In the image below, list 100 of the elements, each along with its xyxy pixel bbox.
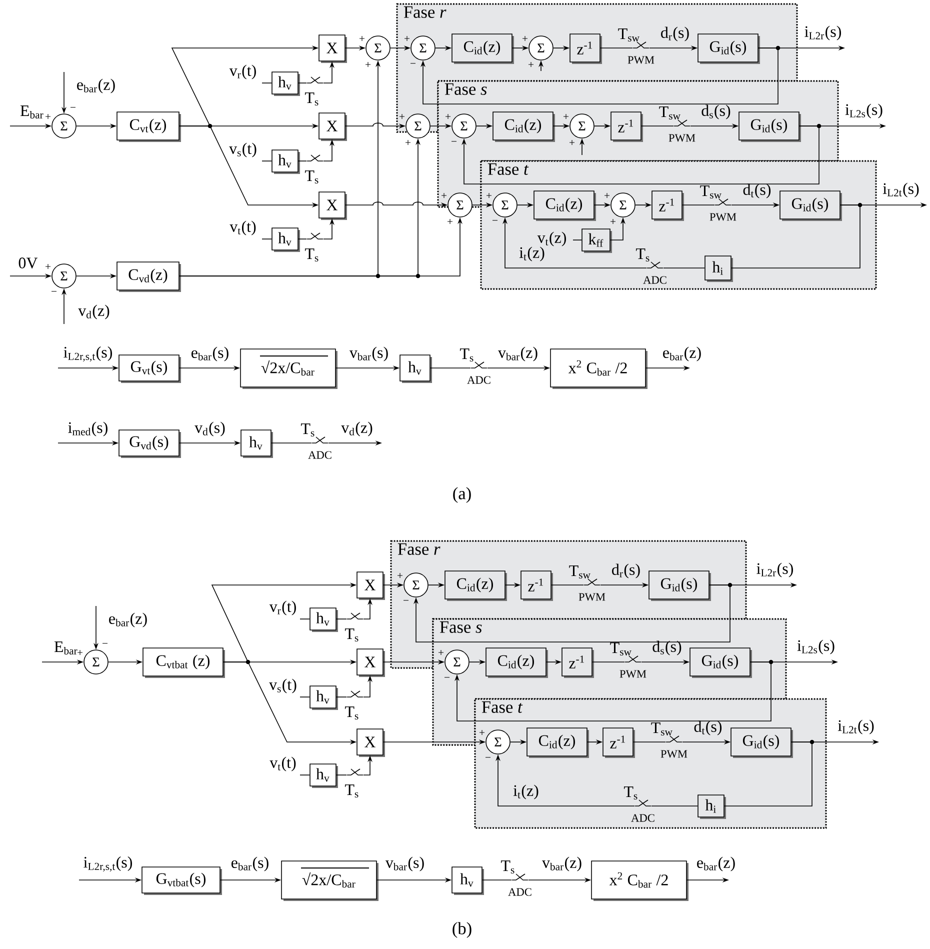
summing-junction: Σ [610,192,636,218]
sign-label: + [564,114,568,119]
signal-label: e$_{bar}$(z) [77,78,115,94]
signal-label: e$_{bar}$(s) [232,856,268,872]
sign-label: + [480,730,484,735]
signal-label: i$_{L2t}$(s) [882,182,919,198]
signal-line [300,774,310,776]
block-box: C$_{vtbat}$ (z) [142,648,225,678]
signal-label: i$_{L2r}$(s) [804,26,841,40]
signal-label: v$_{s}$(t) [269,678,296,694]
block-box: C$_{id}$(z) [486,648,548,678]
sampling-label: T$_{s}$ [305,170,318,184]
signal-line [724,742,812,806]
signal-line [298,82,307,84]
block-box: h$_{v}$ [452,866,484,895]
signal-label: v$_{s}$(t) [229,142,256,158]
sign-label: − [102,643,108,644]
block-box: X [318,192,347,220]
block-box: h$_{i}$ [698,794,726,819]
block-box: G$_{id}$(s) [738,112,801,142]
converter-label: PWM [660,750,688,758]
converter-label: PWM [620,670,646,678]
block-box: z$^{-1}$ [570,34,602,64]
block-box: √2x/C$_{bar}$ [240,348,338,389]
summing-junction: Σ [52,264,76,288]
signal-label: i$_{L2r,s,t}$(s) [84,856,132,872]
converter-label: ADC [631,814,654,822]
signal-label: d$_{t}$(s) [743,184,771,198]
sampling-label: T$_{s}$ [301,424,314,436]
block-box: C$_{id}$(z) [444,570,507,601]
signal-label: d$_{s}$(s) [652,640,682,656]
signal-label: e$_{bar}$(z) [697,856,735,872]
sign-label: + [610,219,616,224]
signal-line [262,160,272,162]
sign-label: − [404,600,408,601]
signal-label: i$_{L2r,s,t}$(s) [64,346,112,362]
sign-label: + [360,36,364,41]
signal-label: d$_{t}$(s) [694,720,722,736]
sign-label: − [452,141,456,142]
summing-junction: Σ [492,192,518,218]
sampling-label: T$_{s}$ [501,860,514,874]
signal-label: v$_{t}$(z) [537,232,566,246]
signal-label: i$_{L2r}$(s) [756,562,793,578]
signal-label: v$_{d}$(z) [78,304,110,320]
sampling-label: T$_{s}$ [460,348,474,362]
block-box: C$_{vd}$(z) [116,262,181,292]
signal-arrow [462,126,820,184]
block-box: √2x/C$_{bar}$ [281,860,378,901]
block-box: G$_{vtbat}$(s) [142,866,222,895]
block-box: h$_{v}$ [240,430,273,458]
converter-label: ADC [643,276,666,284]
converter-label: PWM [578,593,606,601]
sampling-label: T$_{sw}$ [700,186,722,198]
signal-line [262,238,272,240]
sampling-label: T$_{s}$ [636,248,650,262]
block-box: G$_{id}$(s) [780,190,842,221]
summing-junction: Σ [448,192,472,218]
sign-label: + [46,114,50,119]
sign-label: + [78,650,82,655]
converter-label: ADC [467,376,490,384]
block-box: G$_{id}$(s) [698,34,760,64]
sign-label: + [448,219,452,224]
signal-label: v$_{r}$(t) [229,64,256,80]
signal-line [298,160,307,162]
sign-label: + [446,114,450,119]
block-box: G$_{id}$(s) [690,648,752,678]
block-box: C$_{vt}$(z) [116,112,181,142]
signal-line [262,82,272,84]
summing-junction: Σ [570,114,594,138]
block-box: C$_{id}$(z) [492,112,555,142]
signal-label: i$_{L2s}$(s) [845,104,882,118]
panel-caption: (b) [452,922,472,938]
signal-label: i$_{med}$(s) [68,422,108,436]
converter-label: PWM [668,134,696,142]
signal-label: i$_{t}$(z) [519,246,544,262]
sign-label: + [406,140,410,145]
signal-label: E$_{bar}$ [54,642,78,654]
summing-junction: Σ [444,650,470,674]
sign-label: + [398,573,402,578]
summing-junction: Σ [406,114,430,138]
signal-label: E$_{bar}$ [20,106,44,118]
converter-label: ADC [508,888,532,896]
sampling-label: T$_{s}$ [345,784,358,798]
signal-label: i$_{L2s}$(s) [797,640,834,654]
sampling-label: T$_{sw}$ [618,28,640,42]
block-box: G$_{id}$(s) [730,728,793,758]
sampling-label: T$_{s}$ [345,628,358,642]
block-box: z$^{-1}$ [610,112,643,142]
block-box: z$^{-1}$ [652,190,684,221]
signal-line [336,774,347,776]
signal-label: v$_{bar}$(z) [542,856,582,872]
signal-line [271,442,312,444]
block-box: x$^{2}$ C$_{bar}$ /2 [591,860,688,901]
sign-label: − [486,757,490,758]
sign-label: − [410,63,416,64]
sign-label: − [52,291,56,292]
signal-label: v$_{t}$(t) [230,220,256,236]
signal-label: v$_{bar}$(s) [349,346,388,362]
block-box: h$_{i}$ [704,256,733,282]
panel-caption: (a) [453,487,471,503]
